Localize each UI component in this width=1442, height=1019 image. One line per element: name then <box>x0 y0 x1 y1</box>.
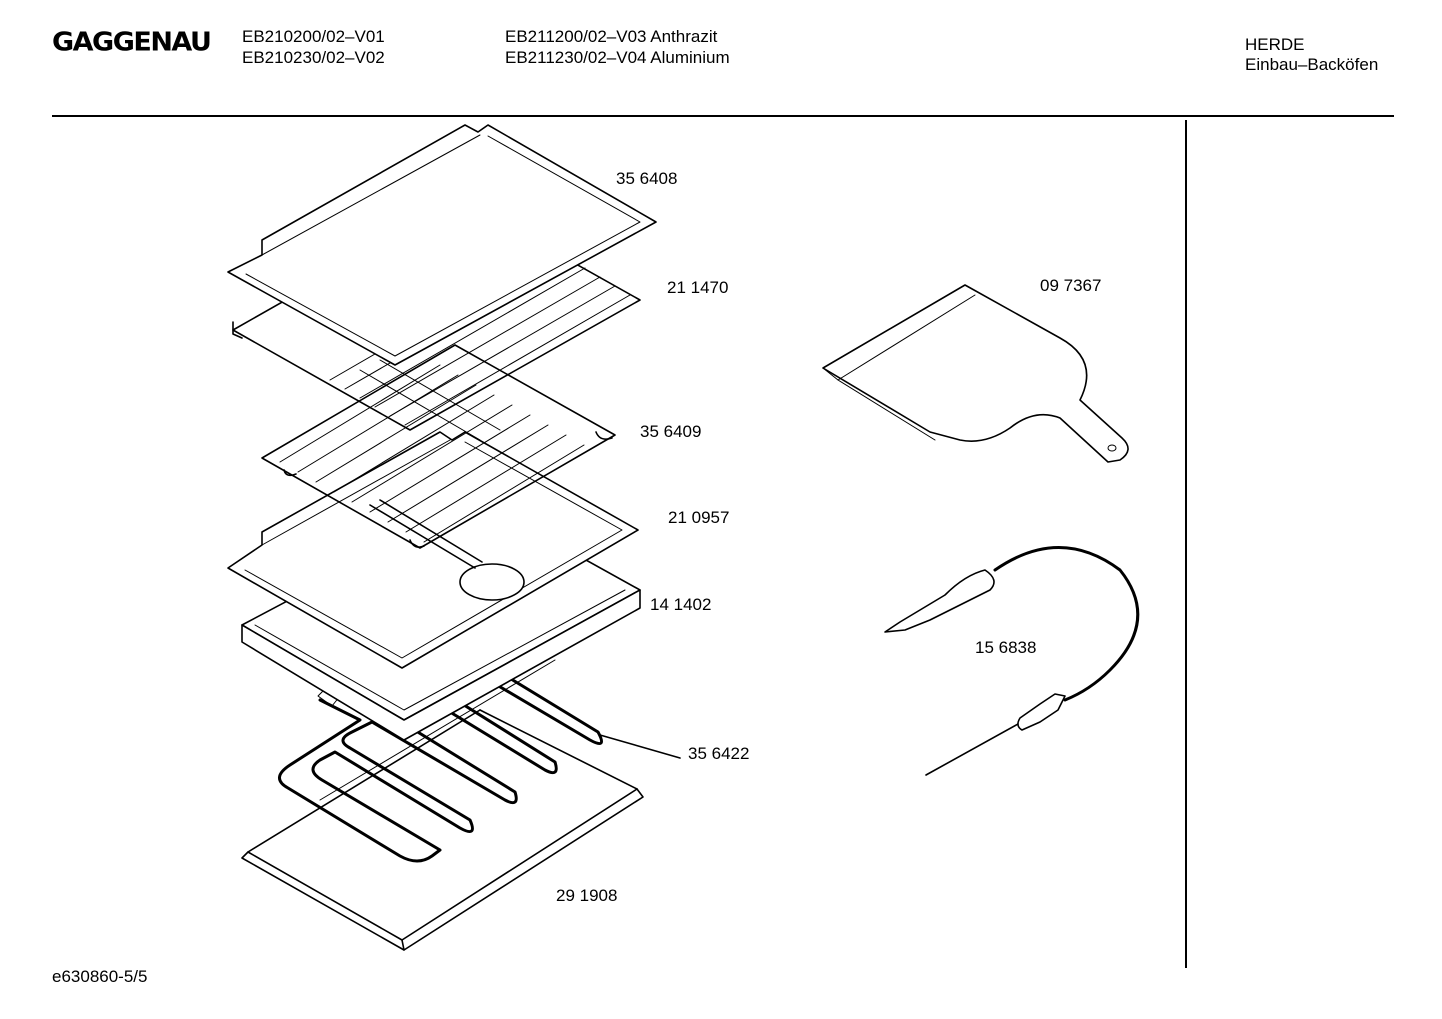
model-number: EB210230/02–V02 <box>242 48 385 67</box>
meat-probe-drawing <box>884 546 1140 776</box>
part-label-tray-with-plate: 21 0957 <box>668 508 730 527</box>
category-label: HERDE Einbau–Backöfen <box>1245 35 1378 75</box>
part-label-bottom-shield: 29 1908 <box>556 886 618 905</box>
part-label-grid-shelf-top: 21 1470 <box>667 278 729 297</box>
pizza-peel-drawing <box>822 284 1129 463</box>
bottom-shield-drawing <box>241 659 644 951</box>
part-label-heating-element: 35 6422 <box>688 744 750 763</box>
category-sub: Einbau–Backöfen <box>1245 55 1379 74</box>
model-number: EB211230/02–V04 Aluminium <box>505 48 730 67</box>
part-label-grid-shelf-middle: 35 6409 <box>640 422 702 441</box>
part-label-baking-tray-top: 35 6408 <box>616 169 678 188</box>
model-list-1: EB210200/02–V01 EB210230/02–V02 <box>242 26 385 68</box>
part-label-pizza-peel: 09 7367 <box>1040 276 1102 295</box>
model-number: EB210200/02–V01 <box>242 27 385 46</box>
brand-logo: GAGGENAU <box>52 27 212 58</box>
baking-tray-top-drawing <box>227 124 657 366</box>
model-number: EB211200/02–V03 Anthrazit <box>505 27 718 46</box>
model-list-2: EB211200/02–V03 Anthrazit EB211230/02–V0… <box>505 26 730 68</box>
part-label-deep-pan: 14 1402 <box>650 595 712 614</box>
document-id: e630860-5/5 <box>52 967 148 986</box>
grid-shelf-middle-drawing <box>261 344 616 549</box>
header-divider <box>52 115 1394 117</box>
vertical-divider <box>1185 120 1187 968</box>
tray-with-plate-drawing <box>227 431 639 669</box>
category-main: HERDE <box>1245 35 1305 54</box>
part-label-meat-probe: 15 6838 <box>975 638 1037 657</box>
